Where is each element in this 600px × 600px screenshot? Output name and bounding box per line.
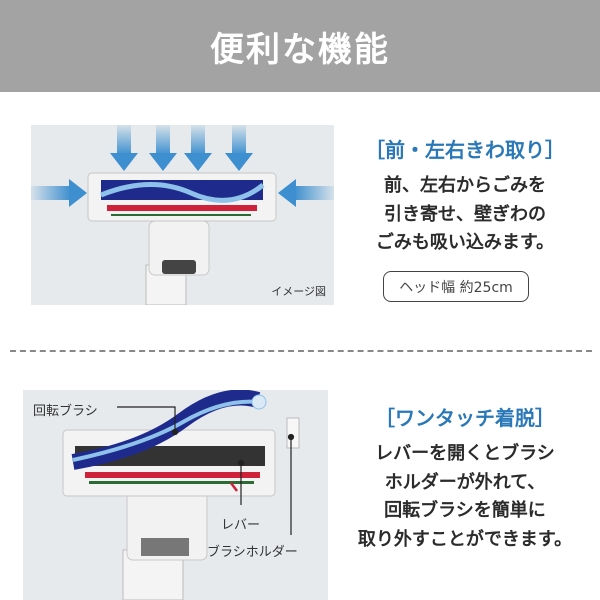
feature1-image: イメージ図	[31, 125, 334, 305]
label-lever: レバー	[221, 518, 261, 533]
feature1-title: ［前・左右きわ取り］	[365, 138, 565, 162]
description-line: 前、左右からごみを	[384, 175, 546, 196]
feature2-description: レバーを開くとブラシ ホルダーが外れて、 回転ブラシを簡単に 取り外すことができ…	[330, 440, 600, 554]
label-rotating-brush: 回転ブラシ	[33, 404, 98, 419]
feature1-description: 前、左右からごみを 引き寄せ、壁ぎわの ごみも吸い込みます。	[330, 172, 600, 258]
arrow-side-icons	[31, 179, 334, 207]
section-title: 便利な機能	[210, 29, 390, 70]
feature2-image: 回転ブラシ レバー ブラシホルダー	[23, 390, 328, 600]
arrow-down-icons	[110, 125, 253, 171]
description-line: 回転ブラシを簡単に	[384, 500, 546, 521]
label-brush-holder: ブラシホルダー	[207, 545, 298, 560]
dashed-divider	[10, 350, 592, 352]
description-line: 取り外すことができます。	[357, 528, 573, 550]
feature2-title: ［ワンタッチ着脱］	[375, 406, 555, 430]
vacuum-head-illustration	[31, 125, 334, 305]
description-line: ホルダーが外れて、	[384, 471, 546, 493]
description-line: 引き寄せ、壁ぎわの	[384, 203, 546, 225]
image-caption: イメージ図	[271, 285, 326, 298]
description-line: レバーを開くとブラシ	[375, 443, 555, 464]
section-header: 便利な機能	[0, 0, 600, 92]
brush-removal-illustration	[62, 390, 300, 600]
head-width-badge: ヘッド幅 約25cm	[383, 271, 529, 302]
description-line: ごみも吸い込みます。	[375, 232, 555, 253]
